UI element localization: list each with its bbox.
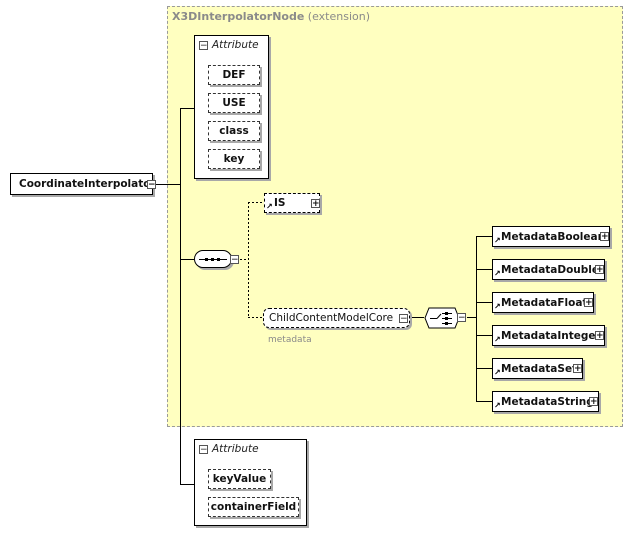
expand-toggle-icon[interactable]: + (573, 364, 582, 374)
collapse-toggle-icon[interactable]: − (399, 314, 408, 324)
expand-toggle-icon[interactable]: + (600, 232, 609, 242)
attribute-group-header: −Attribute (199, 443, 259, 455)
sequence-compositor[interactable] (194, 250, 232, 268)
element-label: MetadataSet (501, 363, 578, 375)
element-label: MetadataInteger (501, 330, 601, 342)
group-label: ChildContentModelCore (269, 312, 394, 324)
element-metadata-integer[interactable]: ↗ MetadataInteger + (492, 325, 605, 346)
link-arrow-icon: ↗ (494, 236, 501, 245)
element-metadata-set[interactable]: ↗ MetadataSet + (492, 358, 583, 379)
attribute-class[interactable]: class (208, 121, 260, 141)
extension-title: X3DInterpolatorNode (extension) (172, 10, 370, 23)
attribute-def[interactable]: DEF (208, 65, 260, 85)
element-is[interactable]: ↗ IS + (264, 193, 320, 213)
collapse-toggle-icon[interactable]: − (199, 40, 208, 51)
attribute-container-field[interactable]: containerField (208, 497, 299, 517)
link-arrow-icon: ↗ (494, 269, 501, 278)
root-element-label: CoordinateInterpolator (19, 178, 156, 190)
choice-collapse-icon[interactable]: − (457, 313, 466, 323)
sequence-icon (199, 258, 227, 261)
element-is-label: IS (274, 197, 286, 209)
attribute-group-bottom: −Attribute keyValue containerField (194, 439, 307, 526)
link-arrow-icon: ↗ (494, 401, 501, 410)
expand-toggle-icon[interactable]: + (595, 331, 604, 341)
element-metadata-double[interactable]: ↗ MetadataDouble + (492, 259, 605, 280)
root-element-coordinate-interpolator[interactable]: CoordinateInterpolator − (10, 173, 156, 195)
link-arrow-icon: ↗ (494, 302, 501, 311)
expand-toggle-icon[interactable]: + (311, 199, 320, 209)
sequence-collapse-icon[interactable]: − (230, 255, 239, 265)
attribute-group-title: Attribute (212, 443, 259, 455)
attribute-group-top: −Attribute DEF USE class key (194, 35, 269, 179)
attribute-group-header: −Attribute (199, 39, 259, 51)
element-metadata-boolean[interactable]: ↗ MetadataBoolean + (492, 226, 610, 247)
attribute-key-value[interactable]: keyValue (208, 469, 271, 489)
element-label: MetadataFloat (501, 297, 588, 309)
group-child-content-model-core[interactable]: ChildContentModelCore − (263, 308, 410, 328)
expand-toggle-icon[interactable]: + (584, 298, 593, 308)
choice-compositor[interactable] (424, 307, 464, 329)
link-arrow-icon: ↗ (266, 202, 273, 211)
element-label: MetadataString (501, 396, 594, 408)
expand-toggle-icon[interactable]: + (595, 265, 604, 275)
attribute-key[interactable]: key (208, 149, 260, 169)
group-annotation: metadata (268, 335, 312, 345)
element-metadata-string[interactable]: ↗ MetadataString + (492, 391, 599, 412)
link-arrow-icon: ↗ (494, 335, 501, 344)
expand-toggle-icon[interactable]: + (589, 397, 598, 407)
element-label: MetadataBoolean (501, 231, 606, 243)
collapse-toggle-icon[interactable]: − (147, 180, 156, 190)
element-metadata-float[interactable]: ↗ MetadataFloat + (492, 292, 594, 313)
extension-base-name: X3DInterpolatorNode (172, 10, 305, 23)
collapse-toggle-icon[interactable]: − (199, 444, 208, 455)
attribute-use[interactable]: USE (208, 93, 260, 113)
link-arrow-icon: ↗ (494, 368, 501, 377)
attribute-group-title: Attribute (212, 39, 259, 51)
extension-suffix: (extension) (307, 10, 371, 23)
element-label: MetadataDouble (501, 264, 600, 276)
